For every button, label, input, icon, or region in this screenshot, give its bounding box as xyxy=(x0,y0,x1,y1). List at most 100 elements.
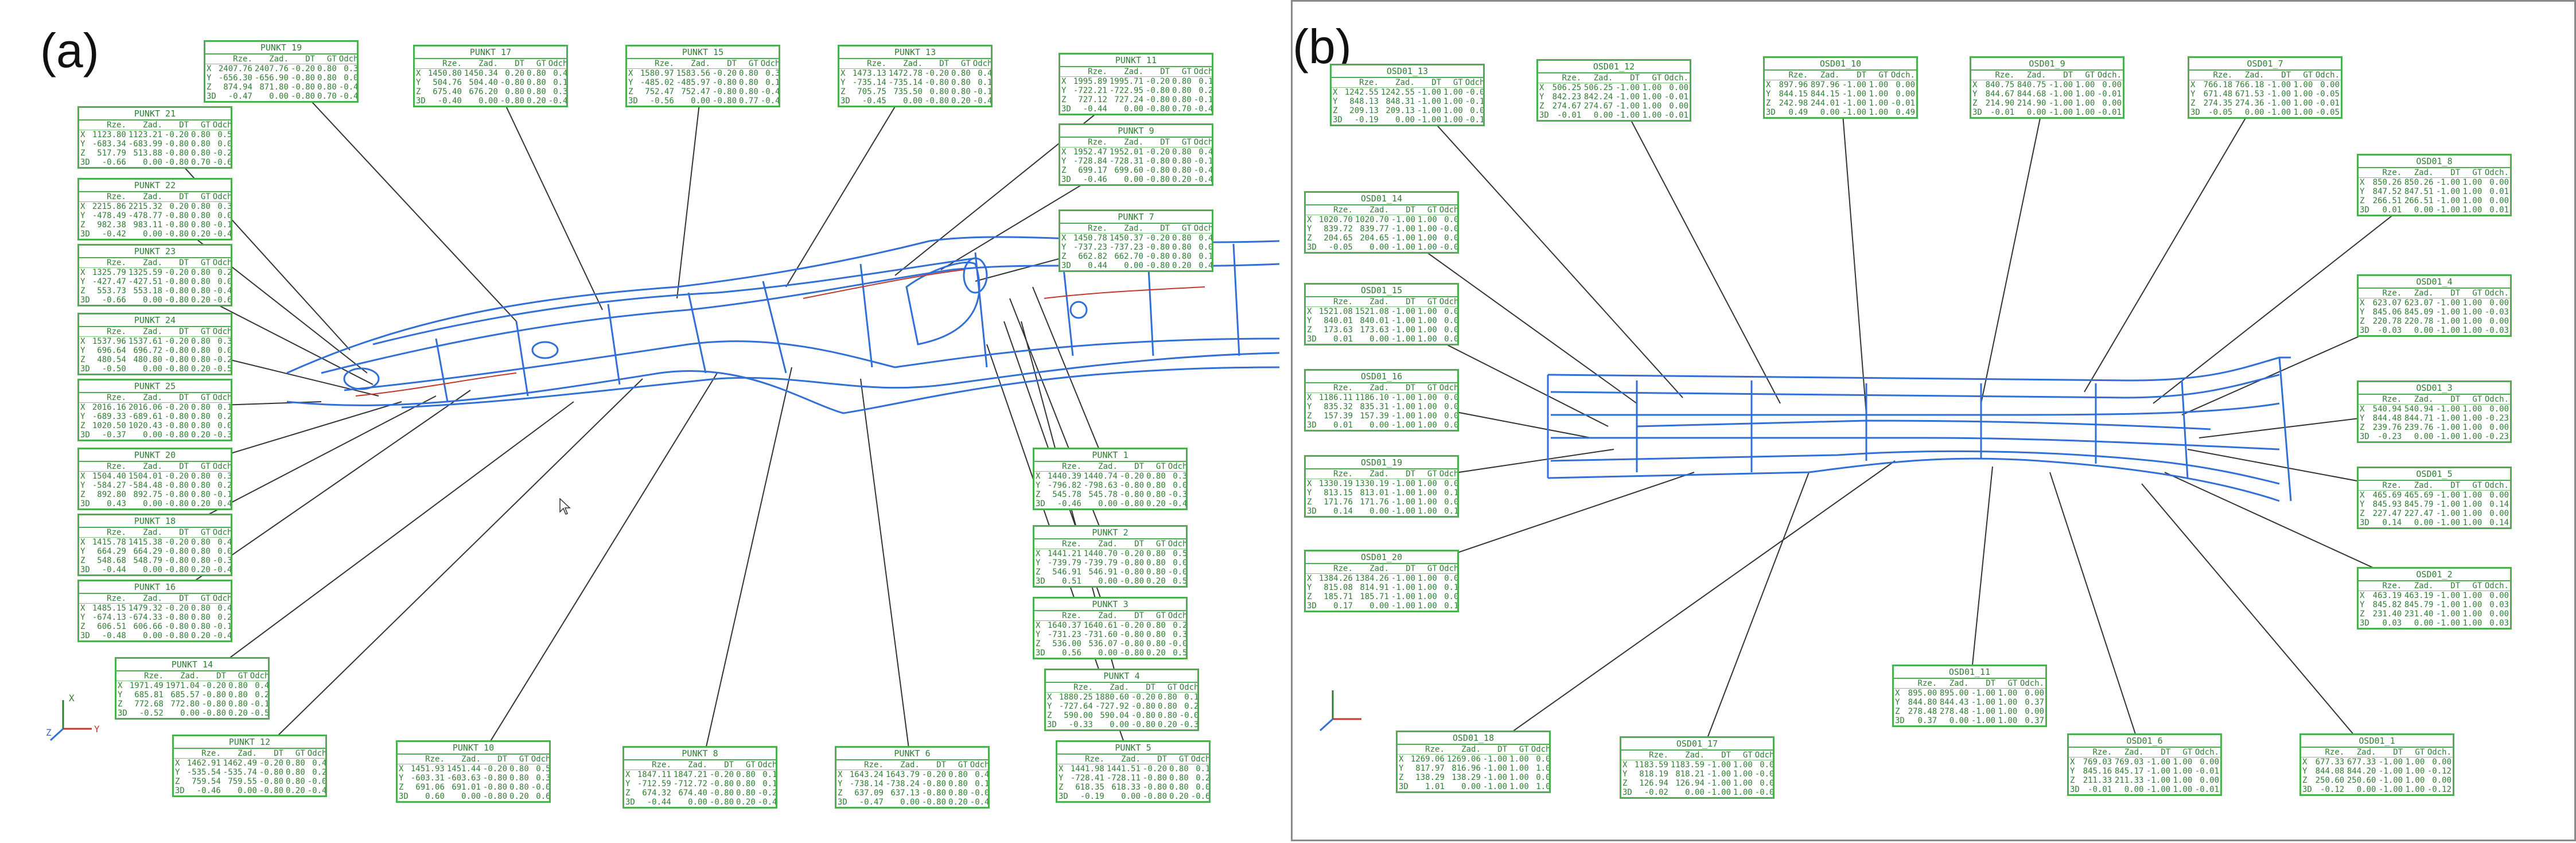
column-header: Zad. xyxy=(127,462,164,472)
measurement-table-title: OSD01_1 xyxy=(2301,735,2453,748)
table-cell: 897.96 xyxy=(1779,80,1808,90)
table-row: Y-722.21-722.95-0.800.800.21 xyxy=(1060,86,1212,95)
table-cell: 850.26 xyxy=(2372,178,2402,187)
column-header: DT xyxy=(2265,71,2293,80)
column-header: Rze. xyxy=(1057,683,1094,693)
table-cell: -0.80 xyxy=(259,786,284,795)
table-cell: 1.00 xyxy=(1418,488,1437,498)
column-header: Odch. xyxy=(1166,611,1186,621)
table-cell: -1.00 xyxy=(1482,782,1508,791)
measurement-table: PUNKT 17Rze.Zad.DTGTOdch.X1450.801450.34… xyxy=(413,45,568,107)
row-axis-label: 3D xyxy=(1307,601,1317,611)
table-cell: -728.11 xyxy=(1106,774,1141,783)
row-axis-label: 3D xyxy=(1972,108,1982,117)
table-cell: 0.09 xyxy=(344,73,359,83)
table-cell: 1880.25 xyxy=(1059,693,1093,702)
row-axis-label: Y xyxy=(1766,90,1771,99)
table-cell: 1.00 xyxy=(2173,776,2193,785)
column-header: GT xyxy=(1442,78,1464,88)
row-axis-label: X xyxy=(2360,298,2365,308)
row-axis-label: X xyxy=(80,403,85,412)
leader-lines-b xyxy=(1381,84,2435,766)
column-header: Odch. xyxy=(211,192,231,202)
table-cell: 1521.08 xyxy=(1318,307,1353,316)
table-cell: -0.01 xyxy=(2088,785,2112,794)
table-cell: 983.11 xyxy=(133,220,162,230)
table-cell: -1.00 xyxy=(2435,405,2461,414)
table-cell: 0.80 xyxy=(948,779,968,788)
table-cell: 0.80 xyxy=(1169,764,1189,774)
table-cell: -1.00 xyxy=(2146,776,2171,785)
row-axis-label: Z xyxy=(2360,609,2365,619)
table-cell: 1.00 xyxy=(2075,80,2095,90)
column-header xyxy=(1332,78,1344,88)
table-cell: 0.00 xyxy=(2432,757,2452,767)
column-header: Odch. xyxy=(306,749,325,759)
table-cell: 465.69 xyxy=(2372,491,2402,500)
measurement-table-title: PUNKT 23 xyxy=(79,246,231,258)
column-header: Zad. xyxy=(164,671,201,681)
table-cell: -0.01 xyxy=(1664,92,1688,102)
table-cell: -1.00 xyxy=(2266,99,2291,108)
table-cell: 0.43 xyxy=(107,499,126,508)
table-cell: -0.80 xyxy=(164,430,189,440)
row-axis-label: 3D xyxy=(2070,785,2080,794)
measurement-table-title: PUNKT 12 xyxy=(174,736,325,749)
table-cell: 1.01 xyxy=(1425,782,1445,791)
table-cell: 895.00 xyxy=(1939,689,1969,698)
table-cell: -0.50 xyxy=(102,364,126,374)
table-cell: 0.80 xyxy=(191,139,211,149)
column-header: GT xyxy=(2404,748,2426,757)
measurement-table: OSD01_20Rze.Zad.DTGTOdch.X1384.261384.26… xyxy=(1304,550,1459,612)
table-cell: 839.77 xyxy=(1360,224,1389,234)
table-cell: 2215.32 xyxy=(128,202,162,211)
column-header: DT xyxy=(1144,224,1172,234)
column-header: Odch. xyxy=(1178,683,1197,693)
table-cell: 0.20 xyxy=(1146,648,1166,658)
table-cell: 266.51 xyxy=(2372,196,2402,205)
table-cell: -0.33 xyxy=(1179,720,1199,729)
table-cell: 1.00 xyxy=(2405,776,2425,785)
column-header xyxy=(2189,71,2202,80)
table-cell: -0.44 xyxy=(102,565,126,574)
row-axis-label: Y xyxy=(2360,187,2365,196)
column-header: Rze. xyxy=(91,462,127,472)
panel-b: (b) OSD01_13Rze.Zad.DTGTOdch.X1242.55124… xyxy=(1291,0,2576,841)
table-cell: 1.01 xyxy=(1536,764,1551,773)
table-cell: 0.05 xyxy=(217,346,232,355)
table-cell: 0.00 xyxy=(217,547,232,556)
table-cell: 1.00 xyxy=(1509,755,1529,764)
table-cell: -0.47 xyxy=(228,92,252,101)
row-axis-label: X xyxy=(1047,693,1052,702)
table-cell: 1.00 xyxy=(1869,90,1889,99)
table-cell: 0.56 xyxy=(1062,648,1081,658)
table-cell: 0.34 xyxy=(553,87,568,96)
table-cell: -0.01 xyxy=(1890,99,1915,108)
table-cell: 2407.76 xyxy=(218,64,252,73)
table-cell: 0.00 xyxy=(1444,325,1459,335)
column-header: Rze. xyxy=(2314,748,2346,757)
column-header xyxy=(2359,289,2371,298)
table-cell: 1.00 xyxy=(2462,609,2482,619)
table-cell: 0.16 xyxy=(553,78,568,87)
table-cell: 0.30 xyxy=(344,64,359,73)
table-row: 3D-0.660.00-0.800.20-0.64 xyxy=(79,296,231,305)
measurement-table: OSD01_14Rze.Zad.DTGTOdch.X1020.701020.70… xyxy=(1304,191,1459,254)
car-rail-accent-a xyxy=(355,269,1205,397)
row-axis-label: Y xyxy=(80,211,85,220)
row-axis-label: 3D xyxy=(118,709,127,718)
row-axis-label: 3D xyxy=(1399,782,1408,791)
table-cell: 844.20 xyxy=(2347,767,2376,776)
table-cell: -0.80 xyxy=(164,547,189,556)
table-cell: -0.23 xyxy=(2484,414,2509,423)
table-cell: -0.37 xyxy=(212,430,232,440)
column-header xyxy=(79,192,91,202)
table-row: Y-427.47-427.51-0.800.800.06 xyxy=(79,277,231,286)
